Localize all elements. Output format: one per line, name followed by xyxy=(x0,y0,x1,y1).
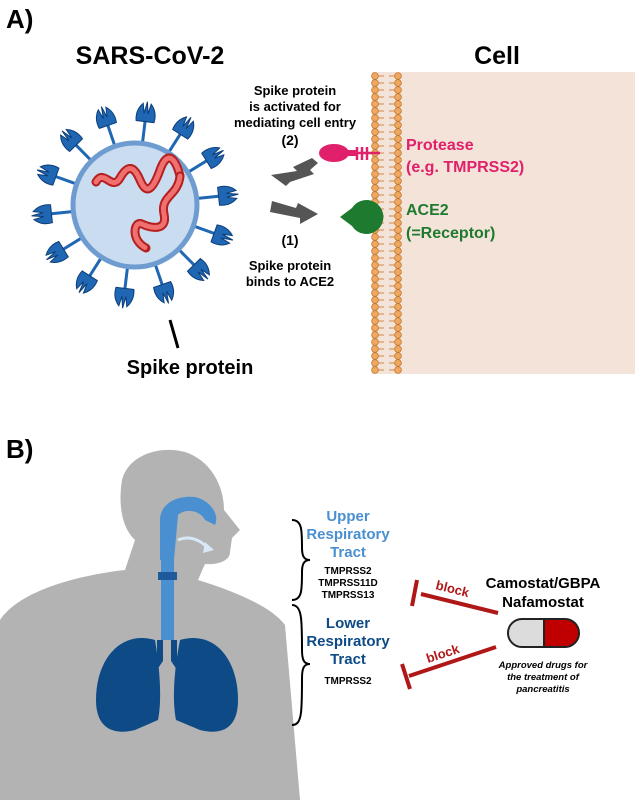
human-silhouette xyxy=(0,449,300,800)
upper-protease-1: TMPRSS2 xyxy=(324,566,372,577)
panel-a-label: A) xyxy=(6,4,33,34)
cell-membrane xyxy=(371,72,402,374)
upper-tract-label-line3: Tract xyxy=(330,544,366,561)
activation-text-line3: mediating cell entry xyxy=(234,115,357,130)
spike-pointer-line xyxy=(168,319,180,349)
virus-particle xyxy=(31,101,239,309)
binding-step-number: (1) xyxy=(281,232,298,248)
protease-label-line2: (e.g. TMPRSS2) xyxy=(406,159,524,176)
panel-b-label: B) xyxy=(6,434,33,464)
cell-cytoplasm xyxy=(372,72,635,374)
lungs-icon xyxy=(96,638,238,732)
lower-protease-1: TMPRSS2 xyxy=(324,676,372,687)
virus-title: SARS-CoV-2 xyxy=(76,42,225,70)
cell-region xyxy=(371,72,635,374)
lower-tract-label-line3: Tract xyxy=(330,651,366,668)
lower-tract-label-line1: Lower xyxy=(326,615,370,632)
upper-protease-3: TMPRSS13 xyxy=(322,590,375,601)
viral-rna-icon xyxy=(91,153,185,253)
activation-arrow-icon xyxy=(271,158,318,186)
upper-protease-2: TMPRSS11D xyxy=(318,578,377,589)
activation-text-line2: is activated for xyxy=(249,99,341,114)
drug-name-2: Nafamostat xyxy=(502,594,584,611)
binding-arrow-icon xyxy=(270,201,318,224)
spike-proteins xyxy=(31,101,239,309)
activation-text-line1: Spike protein xyxy=(254,83,336,98)
protease-icon xyxy=(319,144,380,162)
ace2-receptor-icon xyxy=(340,200,384,234)
ace2-label-line2: (=Receptor) xyxy=(406,225,495,242)
cell-title: Cell xyxy=(474,42,520,70)
upper-tract-label-line2: Respiratory xyxy=(306,526,390,543)
binding-text-line2: binds to ACE2 xyxy=(246,274,334,289)
drug-name-1: Camostat/GBPA xyxy=(486,575,601,592)
lower-tract-brace xyxy=(291,604,311,726)
ace2-label-line1: ACE2 xyxy=(406,202,449,219)
lower-tract-label-line2: Respiratory xyxy=(306,633,390,650)
lower-block-inhibitor-icon xyxy=(400,645,497,690)
pill-capsule-icon xyxy=(507,618,580,648)
upper-airway-icon xyxy=(158,496,217,640)
binding-text-line1: Spike protein xyxy=(249,258,331,273)
protease-label-line1: Protease xyxy=(406,137,474,154)
upper-tract-label-line1: Upper xyxy=(326,508,370,525)
drug-note-line1: Approved drugs for xyxy=(498,660,589,671)
upper-block-inhibitor-icon xyxy=(410,579,499,615)
spike-protein-label: Spike protein xyxy=(127,357,254,379)
upper-tract-brace xyxy=(291,519,311,601)
drug-note-line2: the treatment of xyxy=(507,672,580,683)
drug-note-line3: pancreatitis xyxy=(515,684,569,695)
activation-step-number: (2) xyxy=(281,132,298,148)
